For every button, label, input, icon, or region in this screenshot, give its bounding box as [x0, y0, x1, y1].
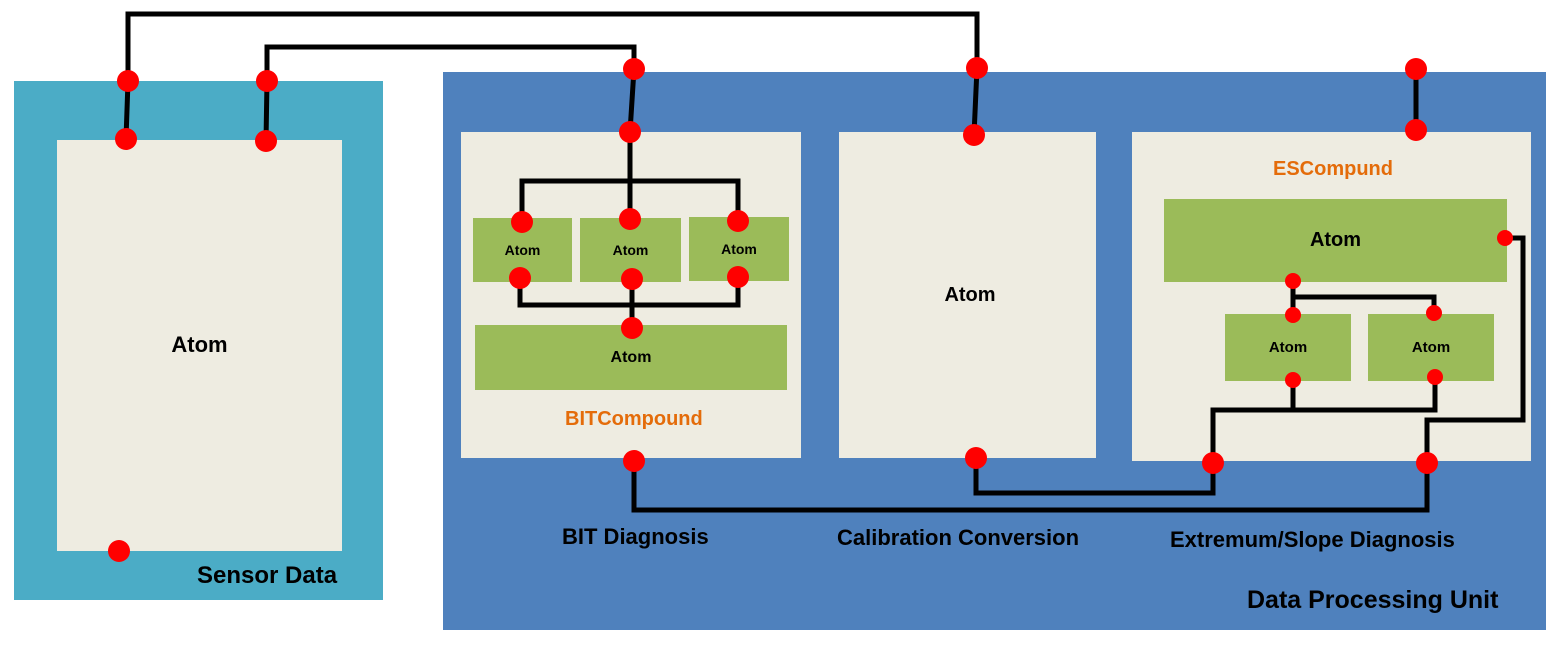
bit-atom-right-label: Atom [721, 241, 757, 257]
bit-atom-middle-label: Atom [612, 242, 649, 258]
calibration-conversion-caption: Calibration Conversion [837, 525, 1080, 550]
es-atom-top-label: Atom [1309, 229, 1362, 251]
es-compound-title: ESCompund [1273, 158, 1393, 180]
es-compound-panel [1132, 132, 1531, 461]
calibration-atom-label: Atom [944, 283, 996, 306]
bit-diagnosis-caption: BIT Diagnosis [562, 524, 709, 549]
bit-atom-bottom: Atom [475, 325, 787, 390]
es-atom-right-label: Atom [1411, 339, 1451, 356]
bit-atom-bottom-label: Atom [610, 348, 652, 366]
bit-atom-left-label: Atom [504, 242, 541, 258]
sensor-atom-panel: Atom [57, 140, 342, 551]
bit-atom-right: Atom [689, 217, 789, 281]
es-atom-top: Atom [1164, 199, 1507, 282]
bit-atom-left: Atom [473, 218, 572, 282]
data-processing-unit-label: Data Processing Unit [1247, 586, 1499, 614]
es-atom-left-label: Atom [1268, 339, 1308, 356]
es-atom-left: Atom [1225, 314, 1351, 381]
bit-compound-title: BITCompound [565, 408, 703, 430]
bit-atom-middle: Atom [580, 218, 681, 282]
es-atom-right: Atom [1368, 314, 1494, 381]
sensor-data-label: Sensor Data [197, 562, 338, 589]
calibration-atom-panel: Atom [839, 132, 1096, 458]
extremum-slope-diagnosis-caption: Extremum/Slope Diagnosis [1170, 527, 1455, 552]
sensor-atom-label: Atom [171, 331, 228, 357]
